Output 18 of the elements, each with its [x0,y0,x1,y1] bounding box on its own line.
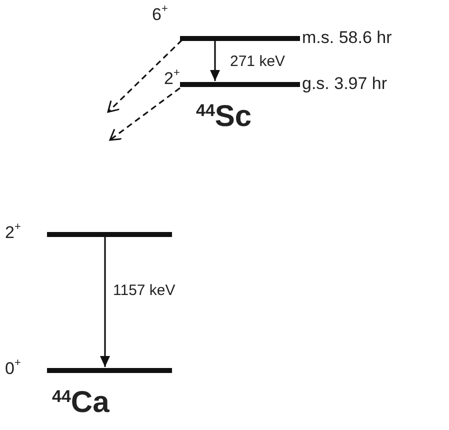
spin-parity-label: 0$^{+}$ [5,360,21,377]
arrow [100,237,110,367]
spin-parity-label: 6$^{+}$ [152,6,168,23]
level-label: m.s. 58.6 hr [302,29,392,46]
dashed-arrow [107,39,183,113]
spin-parity-label: 2$^{+}$ [164,70,180,87]
energy-level-bar [47,232,172,237]
dashed-arrow [109,87,180,141]
arrow [210,41,220,81]
edge-label: 1157 keV [113,283,176,298]
energy-level-bar [180,36,300,41]
level-label: g.s. 3.97 hr [302,75,388,92]
energy-level-bar [180,82,300,87]
edge-label: 271 keV [230,54,286,69]
isotope-label: $^{44}$Ca [52,388,110,418]
isotope-label: $^{44}$Sc [196,102,252,132]
energy-level-bar [47,368,172,373]
spin-parity-label: 2$^{+}$ [5,224,21,241]
